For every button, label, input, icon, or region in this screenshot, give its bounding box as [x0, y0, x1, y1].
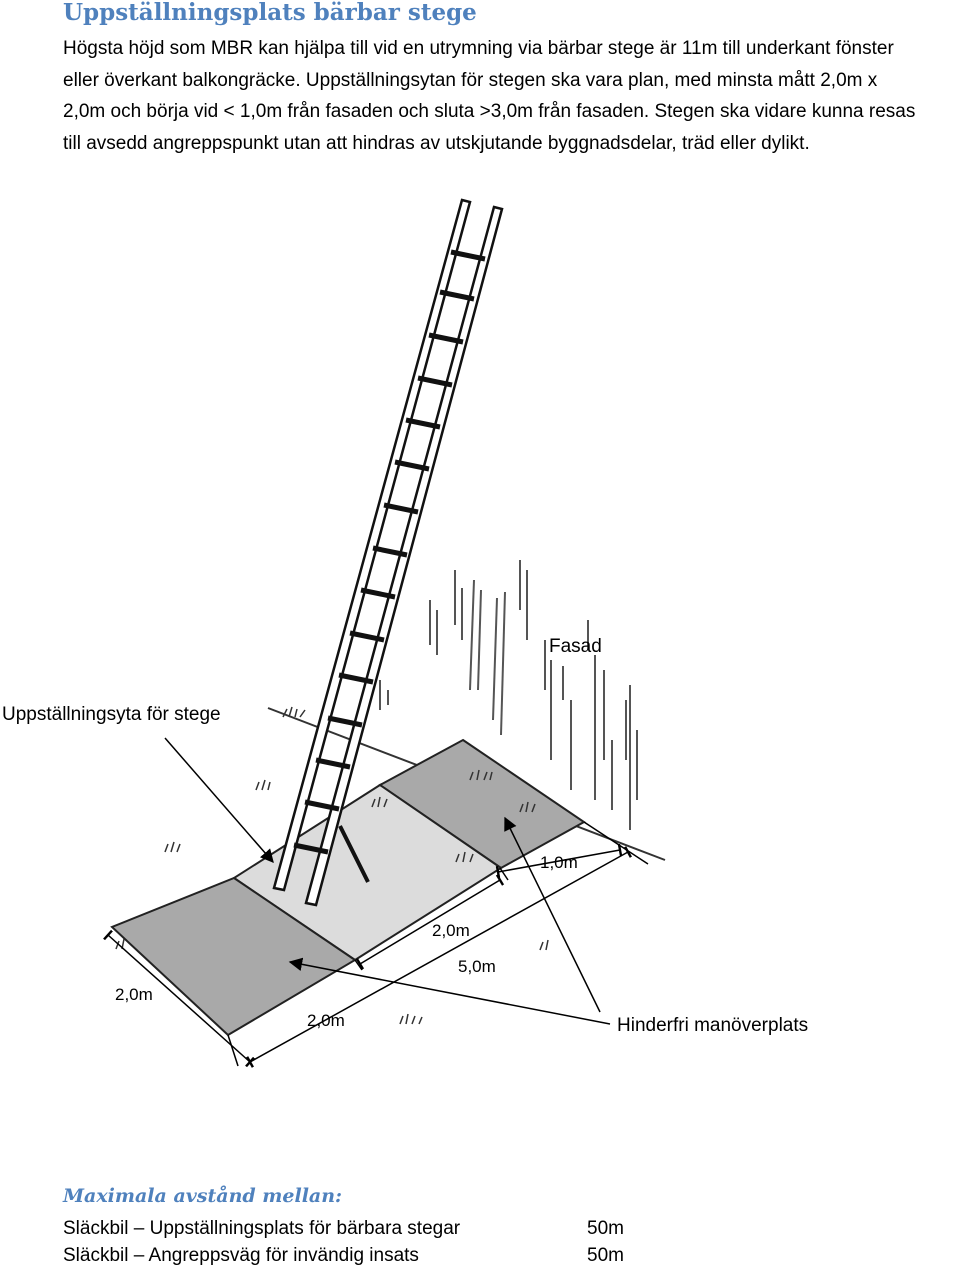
distances-title: Maximala avstånd mellan:: [63, 1185, 343, 1207]
distance-row: Släckbil – Uppställningsplats för bärbar…: [63, 1218, 624, 1240]
illustration-drawing: [103, 198, 666, 1068]
ladder-setup-illustration: Fasad Uppställningsyta för stege Hinderf…: [0, 190, 960, 1110]
distance-value: 50m: [587, 1245, 624, 1266]
surface-label: Uppställningsyta för stege: [2, 704, 221, 725]
dimension-2m-inner: 2,0m: [432, 921, 470, 940]
facade-strokes: [379, 560, 638, 830]
callout-arrows: [164, 737, 611, 1025]
dimension-2m-bottom: 2,0m: [307, 1011, 345, 1030]
intro-line: eller överkant balkongräcke. Uppställnin…: [63, 69, 878, 91]
dimension-2m-width: 2,0m: [115, 985, 153, 1004]
distance-value: 50m: [587, 1218, 624, 1239]
dimension-1m: 1,0m: [540, 853, 578, 872]
distance-label: Släckbil – Uppställningsplats för bärbar…: [63, 1218, 461, 1239]
ladder: [272, 198, 504, 907]
obstacle-free-label: Hinderfri manöverplats: [617, 1015, 809, 1036]
distance-label: Släckbil – Angreppsväg för invändig insa…: [63, 1245, 419, 1266]
distance-row: Släckbil – Angreppsväg för invändig insa…: [63, 1245, 624, 1267]
facade-label: Fasad: [549, 636, 602, 657]
page-title: Uppställningsplats bärbar stege: [63, 0, 477, 26]
intro-line: till avsedd angreppspunkt utan att hindr…: [63, 132, 810, 154]
intro-paragraph: Högsta höjd som MBR kan hjälpa till vid …: [63, 33, 960, 159]
dimension-lines: [103, 821, 649, 1068]
dimension-5m: 5,0m: [458, 957, 496, 976]
intro-line: Högsta höjd som MBR kan hjälpa till vid …: [63, 38, 894, 59]
intro-line: 2,0m och börja vid < 1,0m från fasaden o…: [63, 101, 916, 122]
